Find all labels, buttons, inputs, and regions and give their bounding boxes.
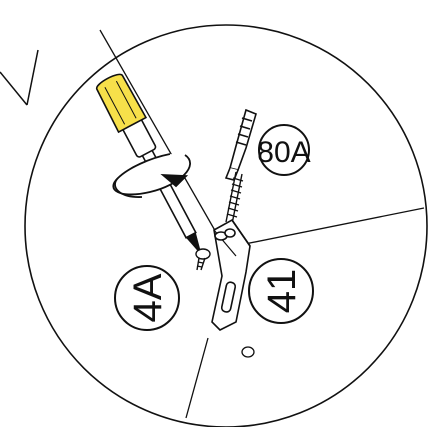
part-label-80a-text: 80A	[257, 136, 310, 169]
part-label-41-text: 41	[260, 269, 304, 314]
callout-pointer	[0, 50, 38, 105]
wall-hole-icon	[242, 347, 254, 357]
part-label-4a: 4A	[115, 266, 179, 330]
part-label-4a-text: 4A	[126, 273, 170, 322]
part-label-41: 41	[249, 259, 313, 323]
part-label-80a: 80A	[257, 125, 310, 175]
